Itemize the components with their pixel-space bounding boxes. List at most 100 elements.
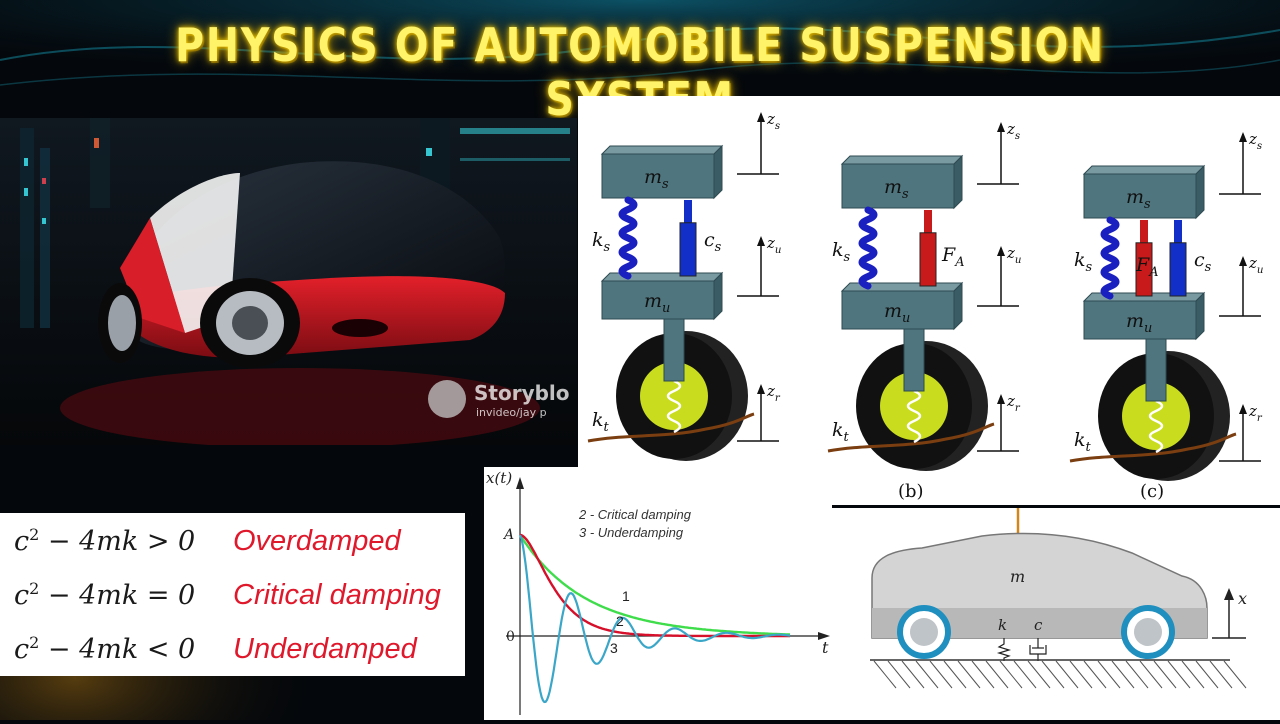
z-s-axis-label: zs — [766, 110, 780, 132]
curve-label-1: 1 — [622, 588, 630, 604]
overdamped-curve — [519, 534, 790, 636]
road-profile — [827, 422, 995, 453]
z-r-axis-label: zr — [766, 382, 781, 404]
z-u-axis-label: zu — [1006, 244, 1021, 266]
x-axis-label: t — [822, 638, 829, 657]
suspension-damper-rod — [684, 200, 692, 223]
sprung-mass — [1083, 173, 1197, 219]
suspension-spring — [618, 196, 638, 280]
front-hub — [910, 618, 938, 646]
hatch-line — [1097, 660, 1121, 689]
condition-row-critical: c2 − 4mk = 0 Critical damping — [14, 579, 464, 629]
hatch-line — [1181, 660, 1205, 689]
hatch-line — [1209, 660, 1233, 689]
z-r-axis-label: zr — [1248, 402, 1263, 424]
z-r-axis-arrow-icon — [757, 384, 765, 394]
hatch-line — [929, 660, 953, 689]
condition-row-overdamped: c2 − 4mk > 0 Overdamped — [14, 525, 464, 575]
tire-label: kt — [832, 419, 850, 445]
hatch-line — [915, 660, 939, 689]
concept-car-photo: Storyblo invideo/jay p — [0, 118, 577, 445]
sprung-mass-label: ms — [1126, 186, 1151, 212]
y-axis-label: x(t) — [486, 469, 512, 487]
wheel-rim — [880, 372, 948, 440]
unsprung-mass-label: mu — [1126, 310, 1152, 336]
condition-formula: c2 − 4mk > 0 — [14, 525, 196, 557]
sprung-mass-side — [953, 154, 963, 210]
spring-label: ks — [592, 229, 611, 255]
condition-row-underdamped: c2 − 4mk < 0 Underdamped — [14, 633, 464, 683]
z-s-axis-arrow-icon — [997, 122, 1005, 132]
unsprung-mass-side — [713, 271, 723, 321]
spring-element: k — [996, 616, 1012, 661]
hatch-line — [1083, 660, 1107, 689]
z-s-axis-arrow-icon — [757, 112, 765, 122]
underdamped-curve — [518, 534, 791, 704]
suspension-models-panel: msmukscsktzszuzr(a)msmuksFAktzszuzr(b)ms… — [578, 96, 1280, 505]
hatch-line — [1167, 660, 1191, 689]
initial-amplitude-label: A — [502, 527, 514, 543]
hatch-line — [1223, 660, 1247, 689]
displacement-label: x — [1238, 589, 1247, 608]
hatch-line — [985, 660, 1009, 689]
hatch-line — [887, 660, 911, 689]
axle-post — [1145, 330, 1167, 402]
road-profile — [1069, 432, 1237, 463]
displacement-arrow-icon — [1224, 588, 1234, 600]
unsprung-mass-side — [1195, 291, 1205, 341]
curve-label-3: 3 — [610, 640, 618, 656]
hatch-line — [1125, 660, 1149, 689]
hatch-line — [1139, 660, 1163, 689]
condition-formula: c2 − 4mk = 0 — [14, 579, 196, 611]
wheel-rim — [1122, 382, 1190, 450]
z-s-axis-label: zs — [1006, 120, 1020, 142]
hatch-line — [1027, 660, 1051, 689]
wheel-rim — [640, 362, 708, 430]
unsprung-mass — [601, 280, 715, 320]
hatch-line — [1055, 660, 1079, 689]
ground-hatching — [873, 660, 1247, 689]
x-axis-arrow-icon — [818, 632, 830, 640]
damping-graph-svg: x(t) t A 0 2 - Critical damping 3 - Unde… — [486, 469, 830, 715]
y-axis-arrow-icon — [516, 477, 524, 489]
damping-response-graph: x(t) t A 0 2 - Critical damping 3 - Unde… — [484, 467, 832, 720]
z-r-axis-label: zr — [1006, 392, 1021, 414]
unsprung-mass — [1083, 300, 1197, 340]
panel-caption: (b) — [898, 481, 924, 502]
body-mass-label: m — [1010, 567, 1025, 586]
z-r-axis-arrow-icon — [1239, 404, 1247, 414]
damping-conditions-panel: c2 − 4mk > 0 Overdamped c2 − 4mk = 0 Cri… — [0, 513, 465, 676]
z-u-axis-arrow-icon — [997, 246, 1005, 256]
sprung-mass-side — [713, 144, 723, 200]
suspension-damper — [1169, 242, 1187, 297]
actuator-label: FA — [941, 244, 965, 270]
legend-critical: 2 - Critical damping — [578, 507, 692, 522]
z-u-axis-label: zu — [1248, 254, 1263, 276]
unsprung-mass-label: mu — [884, 300, 910, 326]
hatch-line — [971, 660, 995, 689]
tire-spring — [906, 389, 922, 444]
sprung-mass — [601, 153, 715, 199]
tire-label: kt — [592, 409, 610, 435]
unsprung-mass — [841, 290, 955, 330]
tire-label: kt — [1074, 429, 1092, 455]
legend-underdamping: 3 - Underdamping — [579, 525, 684, 540]
hatch-line — [1069, 660, 1093, 689]
hatch-line — [943, 660, 967, 689]
condition-formula: c2 − 4mk < 0 — [14, 633, 196, 665]
suspension-models-diagram: msmukscsktzszuzr(a)msmuksFAktzszuzr(b)ms… — [587, 110, 1263, 502]
sprung-mass-label: ms — [884, 176, 909, 202]
sprung-mass-top — [1082, 165, 1206, 175]
condition-label: Overdamped — [233, 525, 401, 557]
road-profile — [587, 412, 755, 443]
quarter-car-model: m k c x — [832, 508, 1280, 720]
condition-label: Underdamped — [233, 633, 417, 665]
unsprung-mass-label: mu — [644, 290, 670, 316]
actuator — [1135, 242, 1153, 297]
tire-spring — [1148, 399, 1164, 454]
concept-car-illustration — [0, 118, 577, 445]
spring-label: ks — [1074, 249, 1093, 275]
z-s-axis-arrow-icon — [1239, 132, 1247, 142]
